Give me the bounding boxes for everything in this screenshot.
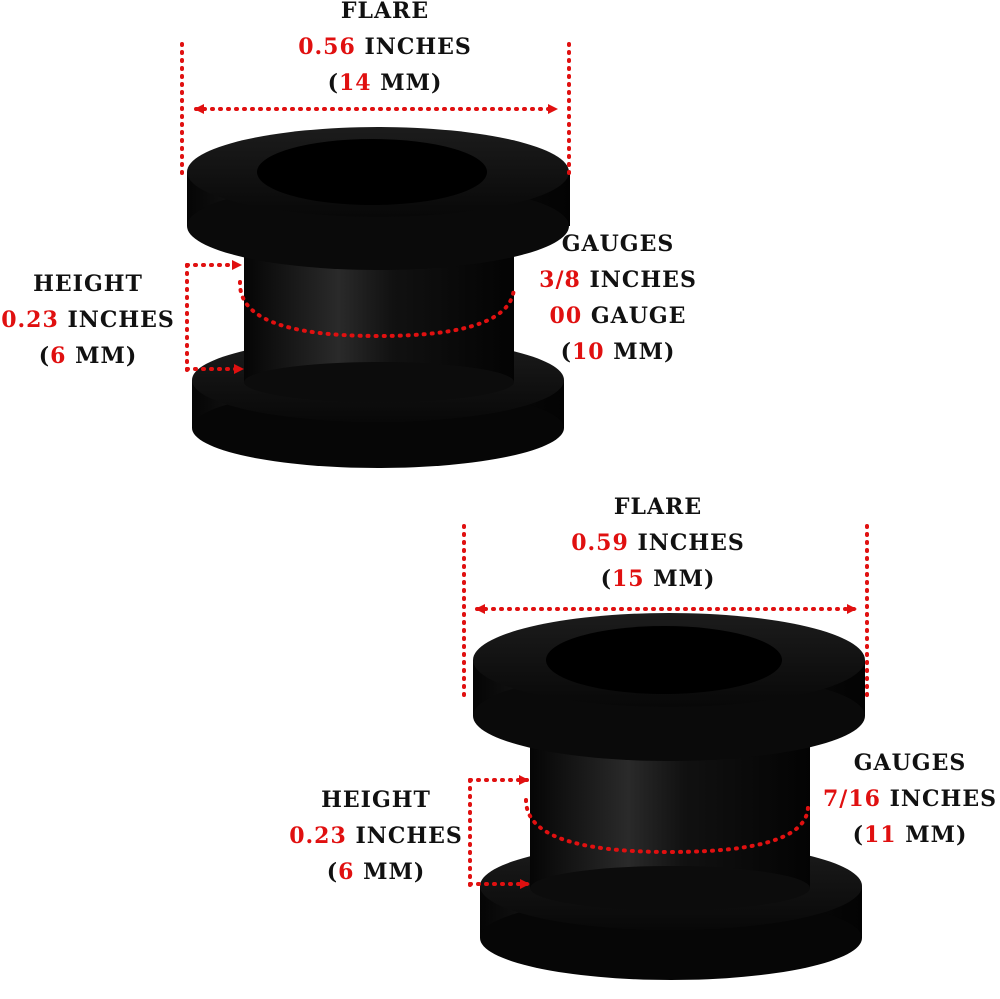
plug-1-flare-measure (180, 42, 571, 178)
plug-1-height-label: HEIGHT 0.23 INCHES (6 MM) (0, 266, 176, 374)
plug-1-height-title: HEIGHT (33, 271, 143, 297)
plug-1-gauges-gauge: 00 GAUGE (549, 303, 687, 329)
plug-2-height-title: HEIGHT (321, 787, 431, 813)
plug-2-flare-label: FLARE 0.59 INCHES (15 MM) (548, 489, 768, 597)
plug-1-gauges-mm: (10 MM) (560, 339, 676, 365)
plug-1-flare-mm: (14 MM) (327, 70, 443, 96)
plug-2-flare-measure (462, 524, 869, 702)
plug-1-height-inches: 0.23 INCHES (1, 307, 175, 333)
plug-2-gauges-mm: (11 MM) (852, 822, 968, 848)
plug-2-top-flange (473, 613, 865, 761)
plug-2-height-label: HEIGHT 0.23 INCHES (6 MM) (286, 782, 466, 890)
plug-2-gauge-measure (524, 798, 810, 855)
plug-1 (180, 42, 571, 468)
plug-2 (462, 524, 869, 980)
plug-2-gauges-label: GAUGES 7/16 INCHES (11 MM) (820, 745, 1000, 853)
plug-1-flare-inches: 0.56 INCHES (298, 34, 472, 60)
plug-2-flare-inches: 0.59 INCHES (571, 530, 745, 556)
plug-1-gauges-title: GAUGES (561, 231, 675, 257)
plug-1-top-flange (187, 127, 570, 270)
plug-1-flare-label: FLARE 0.56 INCHES (14 MM) (275, 0, 495, 101)
plug-2-flare-title: FLARE (613, 494, 703, 520)
plug-2-gauges-title: GAUGES (853, 750, 967, 776)
plug-2-gauges-inches: 7/16 INCHES (823, 786, 997, 812)
plug-2-height-measure (468, 775, 530, 889)
plug-2-height-inches: 0.23 INCHES (289, 823, 463, 849)
plug-2-height-mm: (6 MM) (326, 859, 426, 885)
plug-1-gauges-inches: 3/8 INCHES (539, 267, 697, 293)
plug-2-flare-mm: (15 MM) (600, 566, 716, 592)
plug-1-height-mm: (6 MM) (38, 343, 138, 369)
plug-1-gauge-measure (237, 280, 516, 339)
plug-1-flare-title: FLARE (340, 0, 430, 24)
plug-1-gauges-label: GAUGES 3/8 INCHES 00 GAUGE (10 MM) (528, 226, 708, 370)
plug-1-height-measure (185, 260, 244, 374)
